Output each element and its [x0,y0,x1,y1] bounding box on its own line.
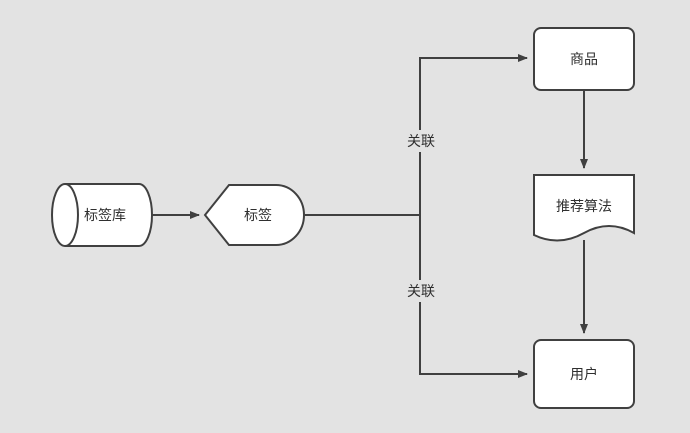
node-user-shape[interactable] [533,339,635,409]
edge-junction-to-product [419,54,528,215]
node-product-label: 商品 [570,51,598,67]
node-tag-label: 标签 [244,207,272,223]
node-tag-shape[interactable] [203,184,305,246]
node-recommendation-algorithm-label: 推荐算法 [556,198,612,214]
node-product-shape[interactable] [533,27,635,91]
edge-junction-to-user [419,215,528,378]
node-user-label: 用户 [570,366,598,382]
edge-label-association-bottom[interactable]: 关联 [403,280,439,302]
node-tag-library-cap [64,183,79,247]
node-tag-library-label: 标签库 [84,207,126,223]
edge-label-association-top[interactable]: 关联 [403,130,439,152]
node-recommendation-algorithm-shape[interactable] [533,174,635,242]
